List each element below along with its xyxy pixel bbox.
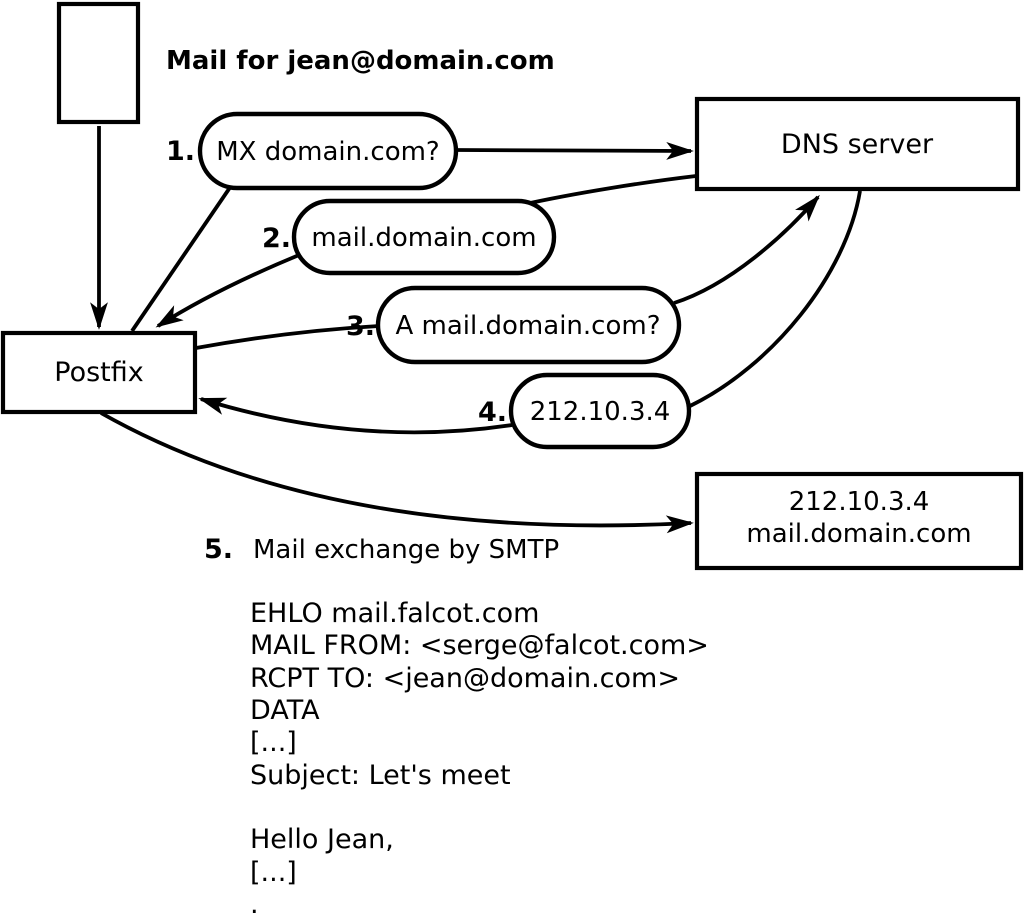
step1-label: MX domain.com? <box>216 137 439 167</box>
step4-pill <box>508 372 692 450</box>
line-postfix-to-step1 <box>130 184 233 333</box>
mail-server-host-label: mail.domain.com <box>746 519 971 549</box>
arrow-step1-to-dns <box>455 141 694 160</box>
smtp-line-6: Subject: Let's meet <box>250 760 511 791</box>
step5-label: Mail exchange by SMTP <box>253 535 559 565</box>
mail-server-box <box>694 471 1024 571</box>
step4-label: 212.10.3.4 <box>530 397 671 427</box>
diagram-title: Mail for jean@domain.com <box>166 46 555 76</box>
arrow-postfix-to-mail-server <box>100 411 694 534</box>
step3-number: 3. <box>346 311 375 342</box>
smtp-line-2: MAIL FROM: <serge@falcot.com> <box>250 630 709 661</box>
step3-label: A mail.domain.com? <box>396 311 661 341</box>
smtp-line-9: [...] <box>250 857 297 888</box>
step2-number: 2. <box>262 223 291 254</box>
step2-pill <box>291 198 557 276</box>
line-dns-to-step4 <box>689 190 862 408</box>
step1-number: 1. <box>166 136 195 167</box>
smtp-line-8: Hello Jean, <box>250 824 394 855</box>
step2-label: mail.domain.com <box>311 223 536 253</box>
smtp-line-1: EHLO mail.falcot.com <box>250 598 539 629</box>
line-dns-to-step2 <box>520 174 697 207</box>
arrow-step3-to-dns <box>673 194 820 305</box>
dns-server-box <box>694 96 1021 192</box>
step5-number: 5. <box>204 534 233 565</box>
message-box <box>56 1 141 125</box>
arrow-step2-to-postfix <box>155 251 305 328</box>
smtp-line-5: [...] <box>250 727 297 758</box>
smtp-session-block: EHLO mail.falcot.com MAIL FROM: <serge@f… <box>250 598 709 920</box>
dns-server-label: DNS server <box>781 129 934 160</box>
postfix-box <box>0 330 198 415</box>
smtp-line-4: DATA <box>250 695 320 726</box>
postfix-label: Postfix <box>54 357 143 388</box>
step3-pill <box>375 285 682 365</box>
line-postfix-to-step3 <box>195 324 380 350</box>
arrow-step4-to-postfix <box>198 397 513 435</box>
step1-pill <box>197 111 459 191</box>
smtp-line-10: . <box>250 889 259 919</box>
smtp-line-3: RCPT TO: <jean@domain.com> <box>250 663 680 694</box>
mail-server-ip-label: 212.10.3.4 <box>789 487 930 517</box>
step4-number: 4. <box>478 397 507 428</box>
